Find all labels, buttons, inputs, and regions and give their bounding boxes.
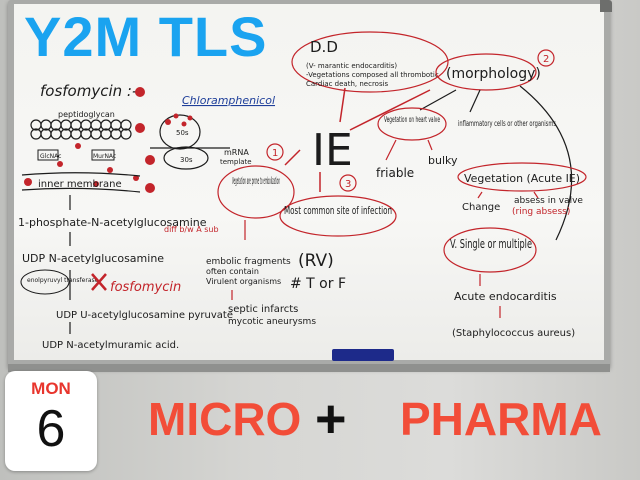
arrow-morph-single [519, 85, 573, 241]
membrane-line-top [21, 172, 141, 177]
peptidoglycan-label: peptidoglycan [58, 110, 115, 119]
veg-acute-bubble [457, 162, 587, 192]
subject-micro: MICRO [148, 393, 302, 445]
number-2-circle [537, 49, 555, 67]
morphology-bubble [435, 53, 537, 91]
mycotic-aneurysms: mycotic aneurysms [228, 317, 316, 327]
blocked-by-fosfomycin: fosfomycin [110, 280, 181, 295]
change-label: Change [462, 202, 500, 213]
staph-aureus: (Staphylococcus aureus) [452, 328, 575, 339]
dd-note-3: Cardiac death, necrosis [306, 80, 389, 88]
dd-note-2: -Vegetations composed all thrombotic [306, 71, 439, 79]
often-contain: often contain [206, 267, 259, 276]
arrow-ie-to-morph [349, 89, 431, 131]
arrow-abscess [533, 191, 539, 199]
subunit-50s-label: 50s [176, 129, 189, 137]
peptidoglycan-layer [30, 119, 132, 140]
arrow-ie-to-veg [284, 149, 301, 166]
murnac-box [91, 149, 115, 161]
number-3-circle [339, 174, 357, 192]
ring-abscess: (ring absess) [512, 207, 570, 217]
friable-label: friable [376, 166, 414, 180]
single-multiple-bubble [443, 227, 537, 273]
vegetation-embolization: Vegetation are prone to embolization [232, 176, 280, 187]
septic-infarcts: septic infarcts [228, 304, 298, 315]
number-3: 3 [345, 179, 351, 190]
subject-plus: + [315, 389, 347, 449]
dd-label: D.D [310, 38, 338, 56]
fosfomycin-heading: fosfomycin :- [40, 82, 137, 100]
veg-valve-bubble [377, 107, 447, 141]
pathway-step-4: UDP N-acetylmuramic acid. [42, 340, 179, 351]
inner-membrane-label: inner membrane [38, 179, 122, 190]
number-1-circle [266, 143, 284, 161]
subject-pharma: PHARMA [400, 393, 602, 445]
vegetation-on-valve: Vegetation on heart valve [384, 115, 440, 124]
pathway-step-3: UDP U-acetylglucosamine pyruvate [56, 310, 233, 321]
true-false-label: # T or F [290, 276, 346, 292]
embol-line-1: Vegetation are prone to embolization [232, 176, 280, 187]
number-2: 2 [543, 54, 549, 65]
vegetation-acute: Vegetation (Acute IE) [464, 172, 580, 185]
pathway-step-1: 1-phosphate-N-acetylglucosamine [18, 216, 207, 229]
abscess-label: absess in valve [514, 196, 583, 206]
subunit-30s-label: 30s [180, 156, 193, 164]
common-site-bubble [279, 195, 397, 237]
inflammatory-cells: inflammatory cells or other organisms [458, 119, 556, 128]
marker-tray [8, 364, 610, 372]
arrow-bulky [427, 139, 433, 151]
dd-bubble [291, 31, 449, 93]
block-x-mark [91, 273, 107, 291]
rv-label: (RV) [298, 251, 334, 271]
arrow-change [477, 191, 483, 199]
ribosome-50s [159, 114, 201, 150]
enolpyruvyl-label: enolpyruvyl transferase [27, 277, 99, 284]
most-common-site: Most common site of infection [284, 204, 392, 217]
arrow-morph-inflam [469, 89, 481, 113]
murnac-label: MurNAc [93, 153, 116, 160]
diff-note: diff b/w A sub [164, 225, 219, 234]
red-dots [24, 87, 155, 193]
calendar-date: 6 [36, 400, 66, 458]
chloramphenicol-label: Chloramphenicol [182, 94, 275, 107]
morphology-label: (morphology) [446, 66, 541, 82]
glcnac-box [37, 149, 59, 161]
overlay-title: Y2M TLS [24, 5, 268, 68]
arrow-ie-to-dd [339, 87, 346, 123]
ie-center-label: IE [312, 125, 353, 176]
whiteboard [14, 4, 604, 360]
embolization-bubble [217, 165, 295, 219]
arrow-friable [385, 139, 397, 161]
acute-endocarditis: Acute endocarditis [454, 290, 557, 303]
bulky-label: bulky [428, 154, 458, 167]
calendar-icon: MON 6 [5, 371, 97, 471]
number-1: 1 [272, 148, 278, 159]
mrna-label: mRNA [224, 148, 249, 157]
chloramphenicol-dots [165, 113, 193, 127]
enzyme-circle [20, 269, 70, 295]
calendar-day: MON [31, 379, 71, 398]
arrow-morph-veg [419, 89, 457, 111]
ribosome-30s [163, 146, 209, 170]
virulent-organisms: Virulent organisms [206, 277, 281, 286]
template-label: template [220, 158, 252, 166]
single-or-multiple: V. Single or multiple [450, 237, 532, 251]
membrane-line-bottom [21, 187, 141, 193]
pathway-step-2: UDP N-acetylglucosamine [22, 252, 164, 265]
embolic-fragments: embolic fragments [206, 257, 291, 267]
dd-note-1: (V- marantic endocarditis) [306, 62, 397, 70]
glcnac-label: GlcNAc [40, 153, 61, 160]
whiteboard-corner [600, 0, 612, 12]
blue-marker [332, 349, 394, 361]
